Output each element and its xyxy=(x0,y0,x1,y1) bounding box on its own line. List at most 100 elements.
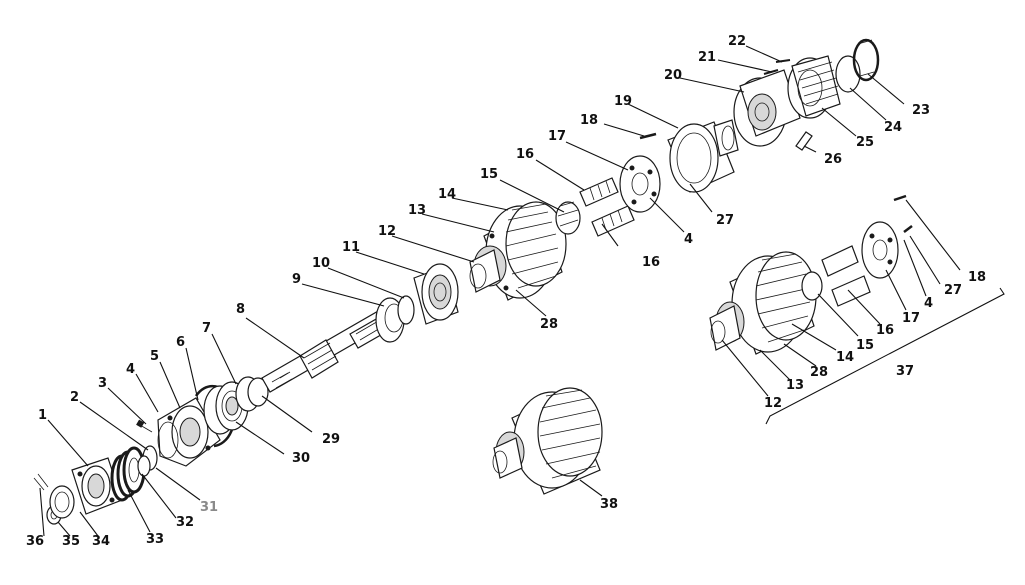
svg-text:16: 16 xyxy=(876,323,894,338)
callout-33: 33 xyxy=(146,532,164,547)
part-33-seal-pack xyxy=(110,446,146,502)
part-8-shaft xyxy=(261,309,389,393)
part-14-planet-carrier xyxy=(469,201,567,301)
svg-text:9: 9 xyxy=(292,272,301,287)
callout-37-14: 14 xyxy=(836,350,854,365)
callout-15: 15 xyxy=(480,167,498,182)
part-10-ring xyxy=(397,295,415,325)
svg-text:15: 15 xyxy=(480,167,498,182)
svg-text:15: 15 xyxy=(856,338,874,353)
svg-text:35: 35 xyxy=(62,534,80,549)
svg-text:17: 17 xyxy=(548,129,566,144)
svg-text:32: 32 xyxy=(176,515,194,530)
svg-text:3: 3 xyxy=(98,376,107,391)
svg-text:36: 36 xyxy=(26,534,44,549)
callout-29: 29 xyxy=(322,432,340,447)
svg-text:7: 7 xyxy=(202,321,211,336)
callout-6: 6 xyxy=(176,335,185,350)
svg-text:4: 4 xyxy=(924,296,933,311)
part-34-gasket xyxy=(49,485,75,519)
group-37-bracket xyxy=(765,287,1005,425)
callout-9: 9 xyxy=(292,272,301,287)
callout-37-27: 27 xyxy=(944,283,962,298)
callout-31: 31 xyxy=(200,500,218,515)
callout-37-13: 13 xyxy=(786,378,804,393)
part-1-flange xyxy=(71,457,123,515)
callout-10: 10 xyxy=(312,256,330,271)
callout-21: 21 xyxy=(698,50,716,65)
svg-text:5: 5 xyxy=(150,349,159,364)
callout-4-right: 4 xyxy=(684,232,693,247)
svg-text:19: 19 xyxy=(614,94,632,109)
svg-text:10: 10 xyxy=(312,256,330,271)
callout-17: 17 xyxy=(548,129,566,144)
svg-text:33: 33 xyxy=(146,532,164,547)
part-18-pin xyxy=(639,132,657,140)
svg-text:14: 14 xyxy=(836,350,854,365)
callout-27: 27 xyxy=(716,213,734,228)
callout-34: 34 xyxy=(92,534,110,549)
part-3-bolt xyxy=(136,419,153,433)
svg-text:13: 13 xyxy=(786,378,804,393)
part-32-spacer xyxy=(137,455,151,477)
part-15-planet-gear xyxy=(555,201,581,235)
callout-37-16: 16 xyxy=(876,323,894,338)
svg-text:16: 16 xyxy=(642,255,660,270)
part-22-bolt xyxy=(775,59,791,63)
callout-36: 36 xyxy=(26,534,44,549)
svg-text:11: 11 xyxy=(342,240,360,255)
svg-text:24: 24 xyxy=(884,120,902,135)
callout-20: 20 xyxy=(664,68,682,83)
callout-3: 3 xyxy=(98,376,107,391)
callout-37-18: 18 xyxy=(968,270,986,285)
part-38-assembly xyxy=(492,387,603,495)
callout-25: 25 xyxy=(856,135,874,150)
part-11-bearing xyxy=(413,263,459,325)
svg-text:22: 22 xyxy=(728,34,746,49)
svg-text:14: 14 xyxy=(438,187,456,202)
callout-37-12: 12 xyxy=(764,396,782,411)
callout-37-28: 28 xyxy=(810,365,828,380)
svg-text:38: 38 xyxy=(600,497,618,512)
part-26-clip xyxy=(795,131,813,151)
callout-24: 24 xyxy=(884,120,902,135)
svg-text:30: 30 xyxy=(292,451,310,466)
svg-text:28: 28 xyxy=(540,317,558,332)
part-16-axle-lower xyxy=(591,205,635,237)
svg-text:21: 21 xyxy=(698,50,716,65)
callout-37-15: 15 xyxy=(856,338,874,353)
svg-text:16: 16 xyxy=(516,147,534,162)
svg-text:26: 26 xyxy=(824,152,842,167)
callout-2: 2 xyxy=(70,390,79,405)
callout-37-4: 4 xyxy=(924,296,933,311)
svg-text:37: 37 xyxy=(896,364,914,379)
svg-text:13: 13 xyxy=(408,203,426,218)
callout-19: 19 xyxy=(614,94,632,109)
svg-text:2: 2 xyxy=(70,390,79,405)
part-23-snap-ring xyxy=(852,38,880,82)
callout-35: 35 xyxy=(62,534,80,549)
svg-text:4: 4 xyxy=(684,232,693,247)
part-19-ring-gear xyxy=(667,119,739,193)
callout-11: 11 xyxy=(342,240,360,255)
svg-text:8: 8 xyxy=(236,302,245,317)
svg-text:12: 12 xyxy=(764,396,782,411)
svg-text:31: 31 xyxy=(200,500,218,515)
callout-16-upper: 16 xyxy=(516,147,534,162)
callout-5: 5 xyxy=(150,349,159,364)
callout-16-lower: 16 xyxy=(642,255,660,270)
callout-8: 8 xyxy=(236,302,245,317)
svg-text:18: 18 xyxy=(580,113,598,128)
svg-text:4: 4 xyxy=(126,362,135,377)
svg-text:12: 12 xyxy=(378,224,396,239)
svg-text:28: 28 xyxy=(810,365,828,380)
callout-13: 13 xyxy=(408,203,426,218)
callout-28: 28 xyxy=(540,317,558,332)
callout-37-17: 17 xyxy=(902,311,920,326)
callout-23: 23 xyxy=(912,103,930,118)
part-17-plate xyxy=(619,155,661,213)
svg-text:17: 17 xyxy=(902,311,920,326)
svg-text:34: 34 xyxy=(92,534,110,549)
part-20-housing xyxy=(733,69,801,147)
